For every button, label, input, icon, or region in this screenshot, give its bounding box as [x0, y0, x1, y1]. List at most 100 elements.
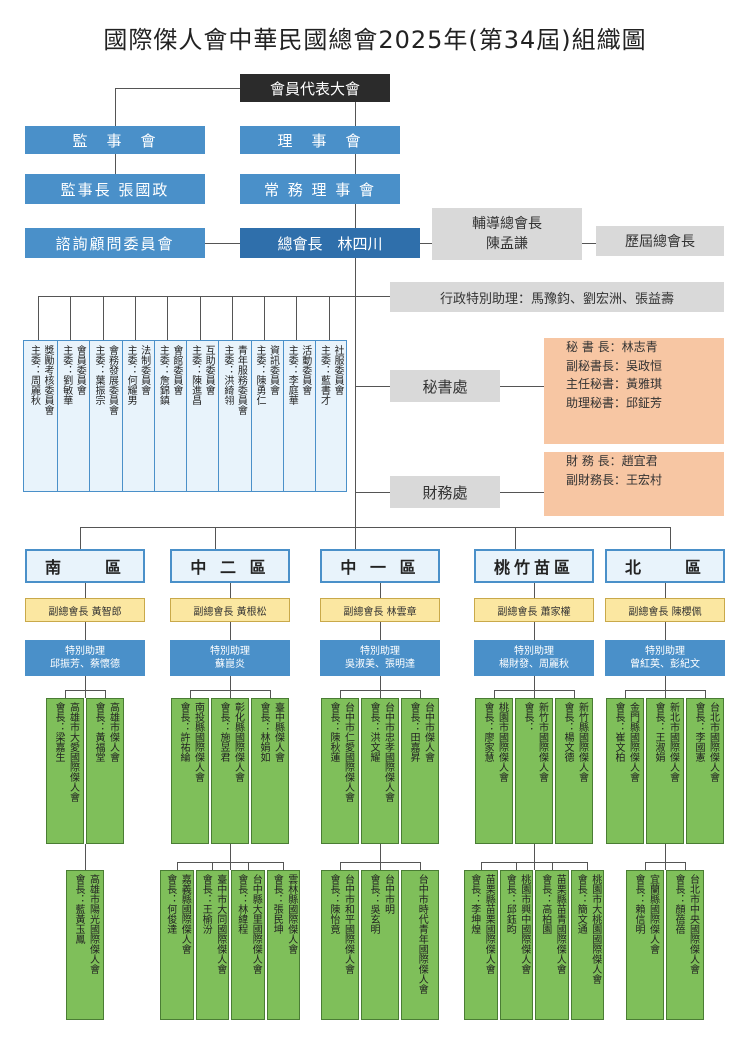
assistant-title: 特別助理	[210, 645, 250, 657]
finance-member: 財 務 長：趙宜君	[566, 454, 658, 468]
club-name: 宜蘭縣國際傑人會	[647, 874, 659, 954]
connector-line	[102, 296, 104, 340]
connector-line	[420, 243, 432, 244]
club-box: 宜蘭縣國際傑人會會長：賴信明	[626, 870, 664, 1020]
secretariat-member: 主任秘書：黃雅琪	[566, 377, 663, 392]
club-box: 桃園市興中國際傑人會會長：邱鈺昀	[499, 870, 533, 1020]
club-name: 高雄市陽光國際傑人會	[87, 874, 99, 974]
connector-line	[380, 676, 381, 698]
connector-line	[296, 296, 298, 340]
club-name: 桃園市大桃園國際傑人會	[589, 874, 601, 984]
club-box: 高雄市陽光國際傑人會會長：藍黃玉鳳	[66, 870, 104, 1020]
club-president: 會長：李坤煌	[468, 874, 480, 934]
connector-line	[134, 296, 136, 340]
region-vp: 副總會長 蕭家權	[474, 598, 594, 622]
president-box: 總會長 林四川	[240, 228, 420, 258]
assistant-title: 特別助理	[514, 645, 554, 657]
assistant-names: 蘇崑炎	[215, 659, 245, 670]
club-box: 桃園市國際傑人會會長：廖家慧	[475, 698, 513, 844]
club-name: 苗栗縣苗栗國際傑人會	[483, 874, 495, 974]
committee-item: 社服委員會主委：藍書才	[314, 341, 344, 491]
connector-line	[105, 690, 106, 698]
region-assistant: 特別助理楊財發、周麗秋	[474, 640, 594, 676]
committee-item: 會務發展委員會主委：葉振宗	[89, 341, 118, 491]
committee-item: 獎勵考核委員會主委：周麗秋	[26, 341, 54, 491]
committee-chair: 主委：藍書才	[318, 345, 330, 405]
connector-line	[85, 676, 86, 698]
club-box: 苗栗縣苗青國際傑人會會長：高柏園	[535, 870, 569, 1020]
connector-line	[420, 690, 421, 698]
committee-name: 會員委員會	[74, 345, 86, 395]
club-president: 會長：梁嘉生	[53, 702, 64, 762]
connector-line	[215, 527, 216, 549]
connector-line	[355, 296, 390, 297]
connector-line	[665, 622, 666, 640]
connector-line	[625, 690, 626, 698]
connector-line	[85, 622, 86, 640]
assistant-names: 吳淑美、張明達	[345, 659, 415, 670]
club-name: 臺中市大同國際傑人會	[214, 874, 226, 974]
club-president: 會長：施昱君	[218, 702, 229, 762]
past-presidents-box: 歷屆總會長	[596, 226, 724, 256]
connector-line	[670, 527, 671, 549]
connector-line	[190, 690, 191, 698]
connector-line	[380, 690, 381, 698]
club-name: 台中市忠孝國際傑人會	[382, 702, 394, 802]
committee-item: 互助委員會主委：陳進昌	[186, 341, 215, 491]
committee-name: 獎勵考核委員會	[42, 345, 53, 415]
club-box: 台中市和平國際傑人會會長：陳怡竟	[321, 870, 359, 1020]
connector-line	[665, 676, 666, 698]
connector-line	[480, 862, 482, 870]
club-name: 高雄市大愛國際傑人會	[67, 702, 79, 802]
special-assistants-box: 行政特別助理：馬豫鈞、劉宏洲、張益壽	[390, 282, 724, 312]
secretariat-member: 副秘書長：吳政恒	[566, 358, 663, 373]
finance-label: 財務處	[390, 476, 500, 508]
connector-line	[587, 862, 589, 870]
secretariat-members: 秘 書 長：林志青副秘書長：吳政恒主任秘書：黃雅琪助理秘書：邱鉦芳	[544, 338, 724, 444]
committees-panel: 社服委員會主委：藍書才活動委員會主委：李庭華資訊委員會主委：陳勇仁青年服務委員會…	[23, 340, 347, 492]
connector-line	[230, 676, 231, 698]
committee-chair: 主委：葉振宗	[92, 345, 104, 405]
connector-line	[115, 88, 240, 89]
club-name: 高雄市傑人會	[107, 702, 119, 762]
connector-line	[665, 690, 666, 698]
connector-line	[38, 296, 355, 297]
club-box: 嘉義縣國際傑人會會長：何俊達	[160, 870, 194, 1020]
region-assistant: 特別助理曾紅英、彭紀文	[605, 640, 725, 676]
connector-line	[582, 243, 596, 244]
connector-line	[645, 862, 646, 870]
committee-name: 會館委員會	[170, 345, 182, 395]
secretariat-member: 秘 書 長：林志青	[566, 340, 658, 354]
connector-line	[551, 862, 553, 870]
assistant-names: 楊財發、周麗秋	[499, 659, 569, 670]
committee-chair: 主委：陳進昌	[189, 345, 201, 405]
club-president: 會長：簡文通	[575, 874, 587, 934]
club-name: 新竹縣國際傑人會	[576, 702, 588, 782]
club-president: 會長：陳秋蓮	[328, 702, 339, 762]
club-box: 高雄市大愛國際傑人會會長：梁嘉生	[46, 698, 84, 844]
connector-line	[264, 296, 266, 340]
committee-chair: 主委：詹錦鎮	[157, 345, 169, 405]
connector-line	[515, 527, 516, 549]
club-president: 會長：張民坤	[271, 874, 283, 934]
club-president: 會長：陳怡竟	[328, 874, 339, 934]
club-president: 會長：李國憲	[693, 702, 704, 762]
club-box: 桃園市大桃園國際傑人會會長：簡文通	[570, 870, 604, 1020]
region-vp: 副總會長 黃智郎	[25, 598, 145, 622]
club-president: 會長：黃福堂	[93, 702, 104, 762]
connector-line	[665, 844, 666, 870]
club-president: 會長：廖家慧	[482, 702, 493, 762]
connector-line	[230, 622, 231, 640]
connector-line	[665, 583, 666, 598]
club-box: 新竹市國際傑人會會長：	[515, 698, 553, 844]
club-president: 會長：高柏園	[539, 874, 551, 934]
committee-chair: 主委：周麗秋	[28, 345, 40, 405]
committee-name: 青年服務委員會	[235, 345, 247, 415]
connector-line	[574, 690, 575, 698]
region-header: 中 一 區	[320, 549, 440, 583]
connector-line	[380, 583, 381, 598]
connector-line	[65, 690, 105, 691]
connector-line	[176, 862, 284, 863]
committee-item: 青年服務委員會主委：洪綺翎	[218, 341, 247, 491]
club-box: 台北市中央國際傑人會會長：顏蓓蓓	[666, 870, 704, 1020]
